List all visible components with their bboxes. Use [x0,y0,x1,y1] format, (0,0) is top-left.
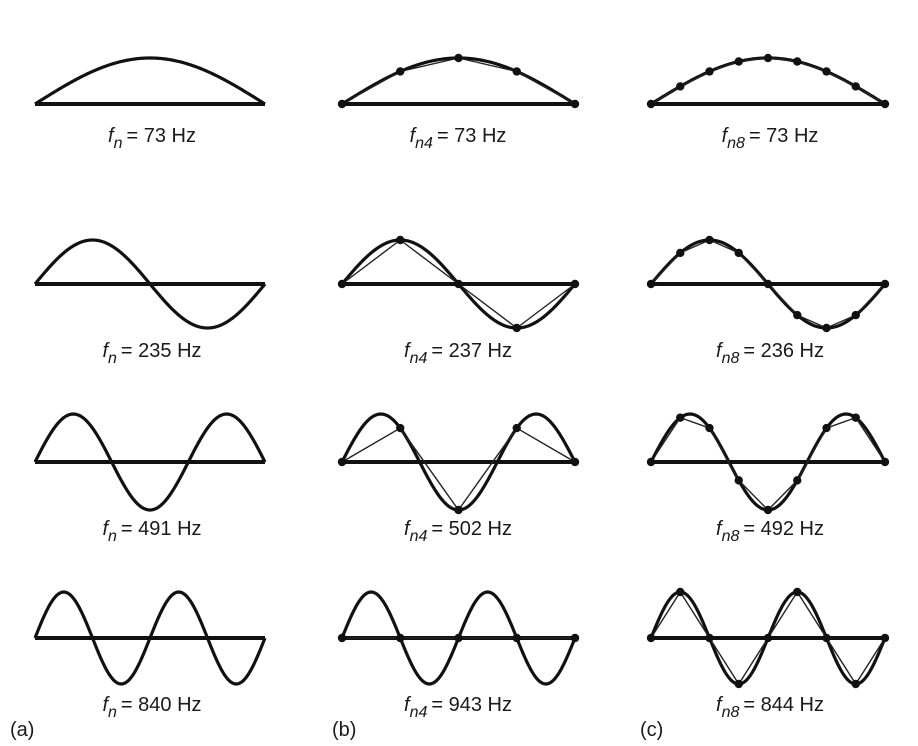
node-point [512,323,521,333]
node-point [337,633,347,643]
discrete-approximation [341,57,576,105]
mode-shape-curve [341,56,576,106]
panel-b-mode-4 [337,590,580,686]
node-point [454,505,463,515]
node-point [396,423,405,433]
node-point [734,248,743,258]
node-point [646,633,656,643]
panel-a-mode-2 [33,238,267,330]
mode-shape-curve [34,56,266,106]
node-point [512,423,521,433]
node-point [851,310,860,320]
panel-b-mode-2 [337,235,580,333]
panel-c-mode-2 [646,235,890,333]
node-point [763,633,773,643]
node-point [793,310,802,320]
frequency-label: fn= 491 Hz [102,518,201,545]
node-point [880,99,890,109]
panel-a-mode-3 [33,412,267,512]
frequency-label: fn4= 237 Hz [404,340,512,367]
panel-tag: (c) [640,719,663,741]
frequency-label: fn4= 943 Hz [404,694,512,721]
panel-tag: (a) [10,719,34,741]
node-point [512,67,521,76]
node-point [763,279,773,289]
node-point [646,279,656,289]
node-point [793,587,802,597]
node-point [454,53,463,63]
panel-tag: (b) [332,719,356,741]
node-point [880,279,890,289]
node-point [396,235,405,245]
node-point [512,633,521,643]
node-point [822,633,831,643]
frequency-label: fn= 73 Hz [108,125,196,152]
mode-shape-curve [33,238,267,330]
node-point [851,679,860,689]
node-point [763,53,773,63]
node-point [676,82,685,91]
node-point [705,633,714,643]
node-point [676,587,685,597]
panel-b-mode-3 [337,412,580,515]
node-point [646,457,656,467]
node-point [734,57,743,66]
node-point [337,99,347,109]
node-point [337,457,347,467]
panel-a-mode-4 [33,590,267,686]
node-point [676,248,685,258]
node-point [734,679,743,689]
node-point [396,67,405,76]
panel-a-mode-1 [34,56,266,106]
node-point [822,423,831,433]
node-point [734,476,743,485]
node-point [570,633,580,643]
panel-b-mode-1 [337,53,580,109]
node-point [851,82,860,91]
node-point [570,99,580,109]
frequency-label: fn8= 236 Hz [716,340,824,367]
node-point [454,633,463,643]
frequency-label: fn8= 844 Hz [716,694,824,721]
mode-shape-curve [33,590,267,686]
frequency-label: fn= 235 Hz [102,340,201,367]
node-point [880,633,890,643]
node-point [705,423,714,433]
node-point [822,323,831,333]
frequency-label: fn4= 73 Hz [410,125,507,152]
frequency-label: fn8= 73 Hz [722,125,819,152]
node-point [880,457,890,467]
panel-c-mode-4 [646,587,890,689]
node-point [822,67,831,76]
node-point [793,476,802,485]
node-point [793,57,802,66]
node-point [646,99,656,109]
node-point [705,235,714,245]
node-point [851,413,860,422]
node-point [763,505,773,515]
frequency-label: fn4= 502 Hz [404,518,512,545]
frequency-label: fn8= 492 Hz [716,518,824,545]
frequency-label: fn= 840 Hz [102,694,201,721]
discrete-approximation [341,427,576,511]
node-point [676,413,685,422]
discrete-approximation [650,57,886,105]
node-point [396,633,405,643]
node-point [705,67,714,76]
mode-shape-curve [33,412,267,512]
node-point [570,457,580,467]
panel-c-mode-1 [646,53,890,109]
mode-shape-curve [650,56,886,106]
node-point [337,279,347,289]
panel-c-mode-3 [646,412,890,515]
node-point [454,279,463,289]
node-point [570,279,580,289]
